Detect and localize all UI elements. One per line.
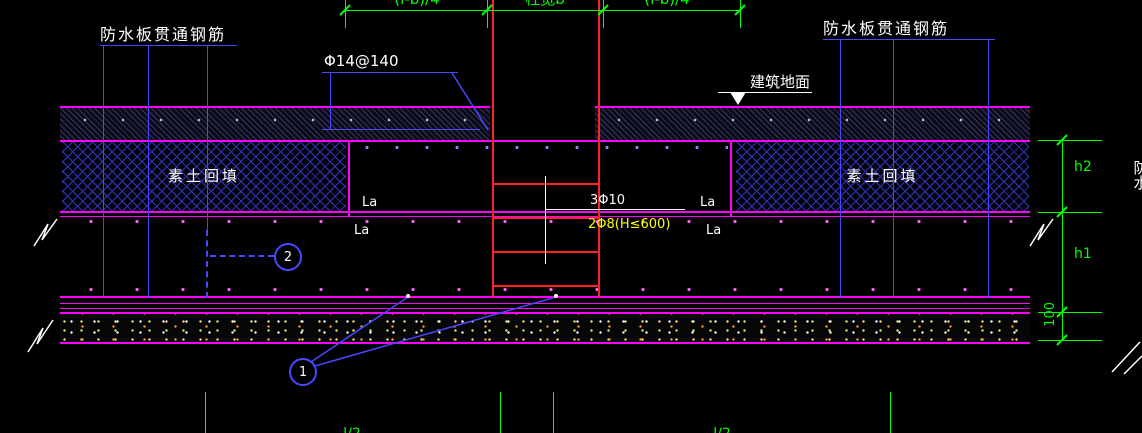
mesh-bar-line [322, 129, 480, 130]
callout-1-number: 1 [298, 364, 308, 380]
la-left-bottom-label: La [354, 223, 370, 238]
break-symbol-bottom-left-icon [27, 319, 54, 353]
bottom-ext-line-1 [205, 392, 206, 433]
top-dim-center-label: 柱宽b [510, 0, 580, 8]
right-through-rebar-label: 防水板贯通钢筋 [823, 19, 950, 38]
break-symbol-left-icon [33, 218, 58, 247]
left-rebar-leader-2 [148, 46, 149, 298]
top-ext-line-4 [740, 0, 741, 28]
ground-level-underline [718, 92, 812, 93]
bottom-ext-line-4 [890, 392, 891, 433]
drop-box-right-edge [730, 140, 732, 217]
drop-box-rebar-dot-row [352, 145, 728, 150]
top-dim-right-label: (l-b)/4 [617, 0, 717, 8]
right-dimension-line [1062, 140, 1063, 340]
break-symbol-right-icon [1029, 218, 1054, 247]
right-rebar-leader-2 [893, 40, 894, 298]
column-tie-2 [492, 217, 600, 219]
top-dimension-line [345, 10, 740, 11]
building-ground-label: 建筑地面 [750, 73, 811, 91]
break-symbol-bottom-right-icon [1111, 341, 1141, 373]
column-tie-1 [492, 183, 600, 185]
drop-box-left-edge [348, 140, 350, 217]
column-tie-3 [492, 251, 600, 253]
bottom-ext-line-2 [500, 392, 501, 433]
floor-slab-section-right [595, 106, 1030, 142]
joint-centerline [545, 176, 546, 264]
callout-bubble-1: 1 [289, 358, 317, 386]
bar-cutoff-dashed-line [206, 230, 208, 298]
bottom-dim-left-label: l/2 [327, 426, 377, 433]
top-ext-line-2 [487, 0, 488, 28]
la-right-bottom-label: La [706, 223, 722, 238]
waterproof-layer-line-1 [60, 303, 1030, 304]
top-ext-line-3 [603, 0, 604, 28]
right-ext-line-4 [1038, 340, 1102, 341]
soil-backfill-left-label: 素土回填 [167, 167, 240, 186]
top-dim-left-label: (l-b)/4 [367, 0, 467, 8]
dim-h1-label: h1 [1074, 246, 1092, 262]
bottom-ext-line-3 [553, 392, 554, 433]
left-through-rebar-label: 防水板贯通钢筋 [100, 25, 227, 44]
callout2-dashed-leader [210, 255, 274, 257]
add-bars-leader-line [545, 209, 685, 210]
waterproof-layer-line-2 [60, 308, 1030, 309]
callout-2-number: 2 [283, 249, 293, 265]
floor-slab-section-left [60, 106, 490, 142]
left-rebar-leader-1 [103, 46, 104, 298]
top-ext-line-1 [345, 0, 346, 28]
mesh-leader-drop [330, 72, 331, 130]
right-rebar-label-underline [823, 39, 995, 40]
floor-slab-dot-row-right [600, 118, 1026, 122]
dim-100-label: 100 [1043, 302, 1058, 327]
column-bar-left [492, 0, 494, 298]
soil-backfill-right-label: 素土回填 [846, 167, 919, 186]
la-left-top-label: La [362, 195, 378, 210]
bottom-add-bars-label: 2Φ8(H≤600) [588, 217, 671, 232]
column-bar-right [598, 0, 600, 298]
right-ext-line-3 [1038, 312, 1102, 313]
top-add-bars-label: 3Φ10 [590, 193, 626, 208]
soil-backfill-left: 素土回填 [62, 142, 346, 211]
right-ext-line-1 [1038, 140, 1102, 141]
mesh-label-underline [322, 72, 458, 73]
mesh-spec-label: Φ14@140 [324, 52, 399, 70]
slab-line-soil-top [60, 140, 1030, 142]
bottom-dim-right-label: l/2 [697, 426, 747, 433]
right-rebar-leader-3 [988, 40, 989, 298]
right-rebar-leader-1 [840, 40, 841, 298]
la-right-top-label: La [700, 195, 716, 210]
callout-bubble-2: 2 [274, 243, 302, 271]
right-ext-line-2 [1038, 212, 1102, 213]
dim-h2-label: h2 [1074, 159, 1092, 175]
floor-slab-dot-row-left [66, 118, 486, 122]
gravel-cushion-layer [60, 312, 1030, 344]
left-rebar-leader-3 [207, 46, 208, 230]
right-edge-clipped-label: 防水 [1131, 160, 1142, 190]
ground-level-triangle-icon [730, 92, 746, 105]
column-tie-4 [492, 285, 600, 287]
bottom-rebar-dot-row [60, 287, 1030, 292]
soil-backfill-right: 素土回填 [736, 142, 1029, 211]
break-symbol-bottom-right-2-icon [1123, 355, 1142, 375]
left-rebar-label-underline [100, 45, 237, 46]
